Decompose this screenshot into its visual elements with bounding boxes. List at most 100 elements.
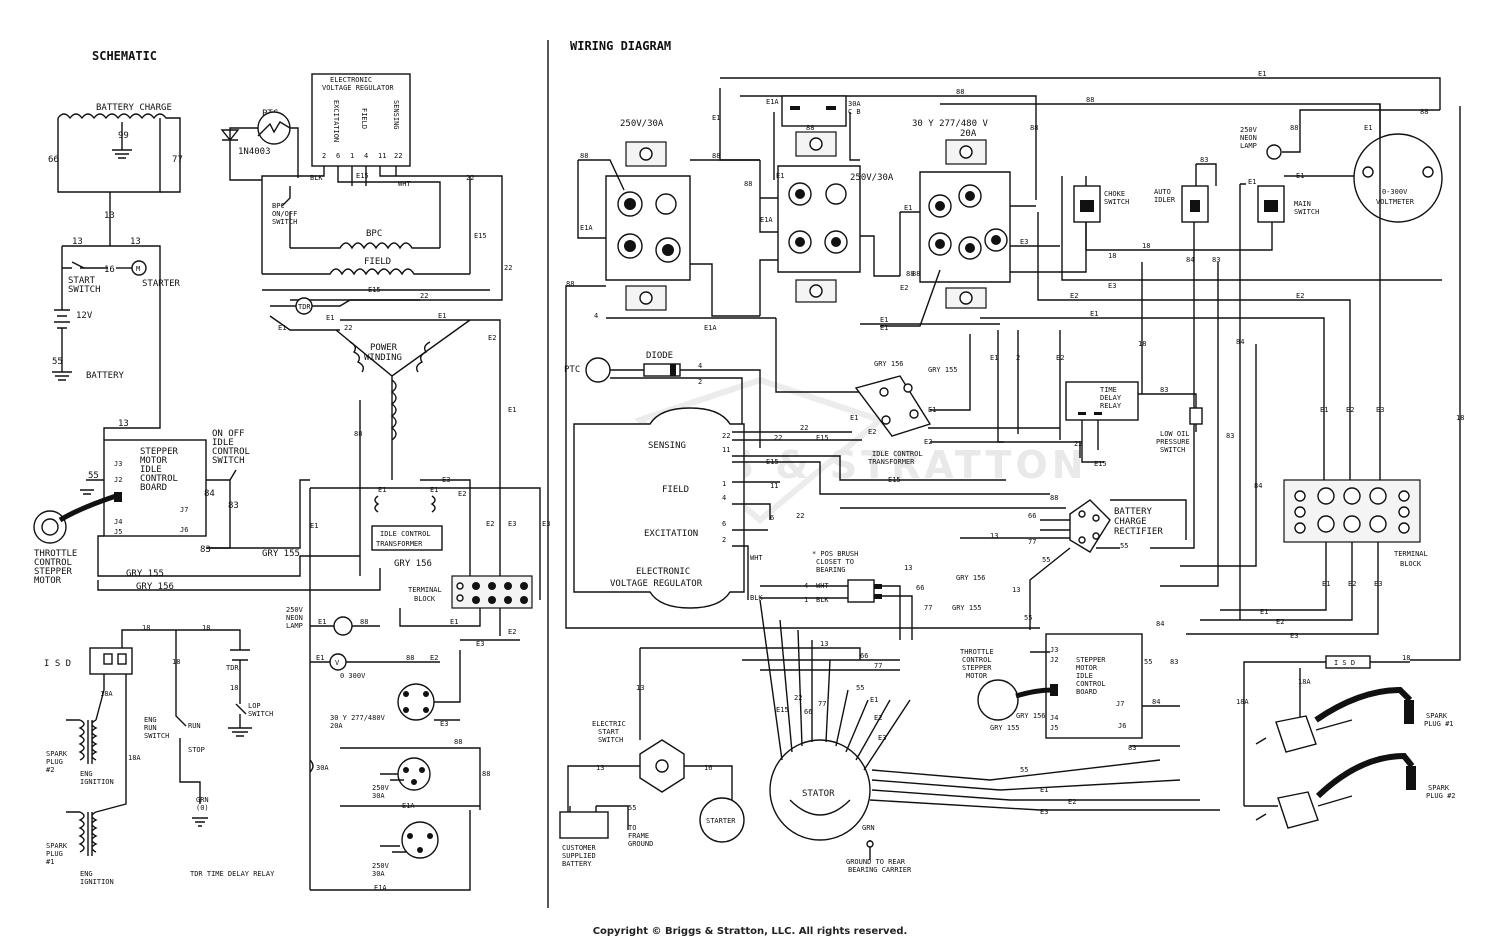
svg-text:250V/30A: 250V/30A [620, 119, 664, 129]
svg-text:66: 66 [916, 584, 924, 592]
svg-text:18A: 18A [100, 690, 113, 698]
svg-text:22: 22 [800, 424, 808, 432]
svg-text:TDR: TDR [226, 664, 239, 672]
wiring-diagram-title: WIRING DIAGRAM [570, 39, 671, 53]
svg-text:E3: E3 [508, 520, 516, 528]
svg-text:E1A: E1A [704, 324, 717, 332]
svg-text:1: 1 [804, 596, 808, 604]
svg-text:C B: C B [848, 108, 861, 116]
svg-text:SPARK: SPARK [1426, 712, 1448, 720]
svg-text:E15: E15 [776, 706, 789, 714]
svg-text:13: 13 [820, 640, 828, 648]
receptacle-250v-30a-middle: 250V/30A 88 E1A 88 E1 88 [744, 112, 914, 393]
svg-text:CONTROL: CONTROL [962, 656, 992, 664]
svg-text:SWITCH: SWITCH [1160, 446, 1185, 454]
svg-text:E2: E2 [508, 628, 516, 636]
svg-text:STARTER: STARTER [706, 817, 736, 825]
schematic-title: SCHEMATIC [92, 49, 157, 63]
svg-text:E1: E1 [776, 172, 784, 180]
svg-text:E15: E15 [356, 172, 369, 180]
svg-text:22: 22 [504, 264, 512, 272]
svg-text:2: 2 [322, 152, 326, 160]
svg-text:E1A: E1A [760, 216, 773, 224]
svg-text:START: START [598, 728, 620, 736]
svg-text:DIODE: DIODE [646, 351, 673, 361]
svg-text:77: 77 [1028, 538, 1036, 546]
svg-text:77: 77 [924, 604, 932, 612]
svg-text:CONTROL: CONTROL [140, 474, 178, 484]
svg-text:TRANSFORMER: TRANSFORMER [376, 540, 423, 548]
svg-text:1N4003: 1N4003 [238, 147, 271, 157]
svg-text:DELAY: DELAY [1100, 394, 1122, 402]
svg-text:E1: E1 [904, 204, 912, 212]
svg-text:6: 6 [722, 520, 726, 528]
wire-13-label-c: 13 [130, 237, 141, 247]
svg-text:E2: E2 [868, 428, 876, 436]
ptc-diode-right: PTC DIODE 4 2 [564, 351, 761, 448]
svg-text:18A: 18A [1236, 698, 1249, 706]
wire-13-label-d: 13 [118, 419, 129, 429]
svg-text:E1: E1 [1260, 608, 1268, 616]
svg-text:ON OFF: ON OFF [212, 429, 245, 439]
svg-text:TDR: TDR [298, 303, 311, 311]
svg-text:88: 88 [406, 654, 414, 662]
svg-text:E2: E2 [486, 520, 494, 528]
svg-text:18: 18 [142, 624, 150, 632]
svg-text:18: 18 [172, 658, 180, 666]
svg-text:6: 6 [336, 152, 340, 160]
svg-text:J4: J4 [114, 518, 122, 526]
svg-text:88: 88 [566, 280, 574, 288]
svg-text:E1A: E1A [402, 802, 415, 810]
svg-text:MOTOR: MOTOR [34, 576, 62, 586]
svg-text:PLUG #2: PLUG #2 [1426, 792, 1456, 800]
svg-text:ENG: ENG [80, 770, 93, 778]
circuit-breaker-30a: 30A C B E1A [766, 95, 861, 127]
svg-text:E1: E1 [880, 324, 888, 332]
svg-text:E1: E1 [326, 314, 334, 322]
bpc-and-field-coils: BPC ON/OFF SWITCH BPC FIELD E15 E15 22 [261, 186, 512, 294]
svg-text:IDLER: IDLER [1154, 196, 1176, 204]
svg-text:88: 88 [1420, 108, 1428, 116]
svg-text:18: 18 [1402, 654, 1410, 662]
svg-text:E1: E1 [1364, 124, 1372, 132]
svg-text:250V: 250V [372, 784, 390, 792]
svg-text:E15: E15 [474, 232, 487, 240]
svg-text:J7: J7 [180, 506, 188, 514]
svg-text:55: 55 [628, 804, 636, 812]
svg-text:88: 88 [354, 430, 362, 438]
svg-text:BATTERY: BATTERY [562, 860, 592, 868]
svg-text:PRESSURE: PRESSURE [1156, 438, 1190, 446]
svg-text:55: 55 [1144, 658, 1152, 666]
svg-text:250V: 250V [1240, 126, 1258, 134]
wire-13-label-b: 13 [72, 237, 83, 247]
svg-text:J2: J2 [114, 476, 122, 484]
svg-text:WHT: WHT [398, 180, 411, 188]
svg-text:PTC: PTC [564, 365, 580, 375]
svg-text:88: 88 [580, 152, 588, 160]
svg-text:E1: E1 [1296, 172, 1304, 180]
svg-text:55: 55 [1020, 766, 1028, 774]
customer-battery [559, 811, 609, 839]
svg-text:* POS BRUSH: * POS BRUSH [812, 550, 858, 558]
svg-text:FRAME: FRAME [628, 832, 649, 840]
svg-text:BEARING: BEARING [816, 566, 846, 574]
svg-text:83: 83 [228, 501, 239, 511]
battery-charge-rectifier: BATTERY CHARGE RECTIFIER 66 77 13 55 55 … [840, 494, 1187, 630]
battery-charge-label: BATTERY CHARGE [96, 103, 172, 113]
wire-66-label: 66 [48, 155, 59, 165]
svg-text:E1: E1 [450, 618, 458, 626]
svg-text:NEON: NEON [286, 614, 303, 622]
svg-text:GRY 155: GRY 155 [990, 724, 1020, 732]
svg-text:SPARK: SPARK [46, 842, 68, 850]
svg-text:18: 18 [230, 684, 238, 692]
spark-plug-1 [1404, 700, 1414, 724]
svg-text:STEPPER: STEPPER [34, 567, 73, 577]
svg-text:250V: 250V [286, 606, 304, 614]
svg-text:GRY 156: GRY 156 [956, 574, 986, 582]
svg-text:E1: E1 [850, 414, 858, 422]
panel-switches: CHOKE SWITCH AUTO IDLER MAIN SWITCH 83 E… [1073, 109, 1443, 620]
svg-text:55: 55 [1042, 556, 1050, 564]
svg-text:LOW OIL: LOW OIL [1160, 430, 1190, 438]
svg-text:E15: E15 [1094, 460, 1107, 468]
idle-control-transformer-schematic: E1 E1 IDLE CONTROL TRANSFORMER [371, 486, 443, 551]
